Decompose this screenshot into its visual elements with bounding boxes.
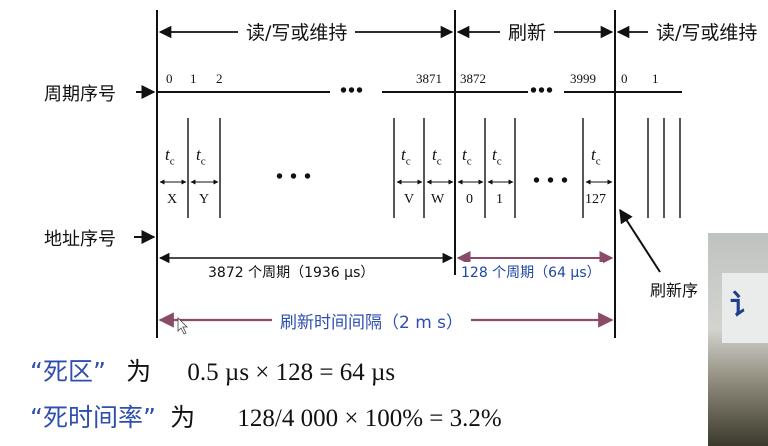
dead-zone-term: “死区” — [30, 357, 106, 386]
address-label: 127 — [585, 192, 606, 207]
cycle-number: 0 — [166, 71, 173, 86]
presenter-video-thumbnail: 讠 — [708, 233, 768, 446]
background-sign — [722, 273, 768, 343]
dead-time-ratio-term: “死时间率” — [30, 403, 156, 432]
ellipsis: • • • — [533, 170, 570, 192]
address-label: W — [431, 192, 445, 207]
address-label: V — [404, 192, 415, 207]
cycle-number: 2 — [216, 71, 223, 86]
tc-label: tc — [492, 145, 502, 168]
refresh-duration-label: 128 个周期（64 µs） — [459, 262, 603, 282]
cycle-row-label: 周期序号 — [44, 84, 116, 105]
address-label: X — [167, 192, 178, 207]
dead-time-ratio-formula: “死时间率” 为 128/4 000 × 100% = 3.2% — [30, 398, 502, 434]
address-row-label: 地址序号 — [44, 229, 116, 250]
dead-zone-verb: 为 — [126, 357, 152, 386]
dead-time-ratio-expression: 128/4 000 × 100% = 3.2% — [237, 405, 502, 432]
rw-duration-label: 3872 个周期（1936 µs） — [206, 262, 377, 282]
sign-text: 讠 — [730, 288, 759, 321]
segment-label-rw: 读/写或维持 — [238, 18, 356, 45]
address-label: 0 — [466, 192, 473, 207]
segment-label-refresh: 刷新 — [500, 18, 555, 45]
cycle-number: 3872 — [460, 71, 486, 86]
ellipsis: • • • — [276, 166, 313, 188]
cycle-number: 3871 — [416, 71, 442, 86]
dead-time-ratio-verb: 为 — [170, 403, 196, 432]
cycle-number: 0 — [621, 71, 628, 86]
tc-label: tc — [591, 145, 601, 168]
segment-label-rw-next: 读/写或维持 — [648, 18, 758, 45]
dead-zone-expression: 0.5 µs × 128 = 64 µs — [187, 359, 396, 386]
tc-label: tc — [432, 145, 442, 168]
tc-label: tc — [165, 145, 175, 168]
cursor-icon — [177, 317, 188, 335]
cycle-number: 1 — [652, 71, 659, 86]
tc-label: tc — [462, 145, 472, 168]
dead-zone-formula: “死区” 为 0.5 µs × 128 = 64 µs — [30, 352, 395, 388]
tc-label: tc — [401, 145, 411, 168]
cycle-number: 1 — [190, 71, 197, 86]
address-label: 1 — [496, 192, 503, 207]
refresh-sequence-label: 刷新序 — [650, 281, 699, 300]
cycle-number: 3999 — [570, 71, 596, 86]
address-label: Y — [199, 192, 210, 207]
refresh-seq-pointer — [619, 208, 661, 273]
ellipsis: ••• — [530, 80, 555, 102]
ellipsis: ••• — [340, 80, 365, 102]
refresh-interval-label: 刷新时间间隔（2 m s） — [272, 308, 472, 333]
tc-label: tc — [196, 145, 206, 168]
